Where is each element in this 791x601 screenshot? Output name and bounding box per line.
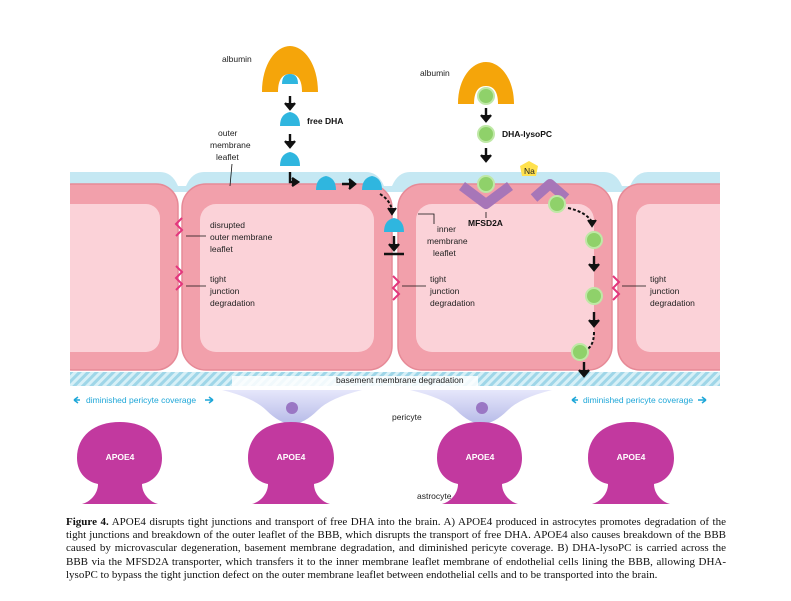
free-dha-molecule-3 bbox=[316, 176, 336, 190]
endothelial-cell-1 bbox=[49, 183, 179, 371]
endothelial-cell-3 bbox=[397, 183, 613, 371]
pericyte-left bbox=[222, 390, 362, 424]
astrocyte-2: APOE4 bbox=[248, 422, 334, 504]
caption-title: Figure 4. bbox=[66, 516, 109, 528]
figure-caption: Figure 4. APOE4 disrupts tight junctions… bbox=[66, 516, 726, 582]
mfsd2a-transporter-2 bbox=[530, 179, 570, 202]
svg-text:diminished pericyte coverage: diminished pericyte coverage bbox=[583, 395, 693, 405]
albumin-right bbox=[458, 62, 514, 104]
astrocyte-1: APOE4 bbox=[77, 422, 162, 504]
diminished-pericyte-left: diminished pericyte coverage bbox=[73, 395, 214, 405]
dha-lysopc-molecule-2 bbox=[477, 175, 495, 193]
albumin-label-left: albumin bbox=[222, 54, 252, 64]
tight-junction-defect-1 bbox=[174, 217, 184, 291]
free-dha-molecule-4 bbox=[362, 176, 382, 190]
pericyte-right bbox=[410, 390, 552, 424]
dha-lysopc-molecule-5 bbox=[585, 287, 603, 305]
dha-lysopc-molecule-6 bbox=[571, 343, 589, 361]
astrocyte-label: astrocyte bbox=[417, 491, 452, 501]
apoe4-label-1: APOE4 bbox=[106, 452, 135, 462]
apoe4-label-4: APOE4 bbox=[617, 452, 646, 462]
apoe4-bbb-diagram: basement membrane degradation diminished… bbox=[49, 46, 749, 504]
mfsd2a-transporter bbox=[459, 182, 513, 209]
tight-junction-defect-3 bbox=[611, 275, 621, 301]
outer-membrane-leaflet-label: outer membrane leaflet bbox=[210, 128, 253, 162]
albumin-left bbox=[262, 46, 318, 92]
mfsd2a-label: MFSD2A bbox=[468, 218, 503, 228]
apoe4-label-2: APOE4 bbox=[277, 452, 306, 462]
free-dha-molecule-5 bbox=[384, 218, 404, 232]
albumin-label-right: albumin bbox=[420, 68, 450, 78]
dha-lysopc-molecule-4 bbox=[585, 231, 603, 249]
tight-junction-label-2: tight junction degradation bbox=[429, 274, 475, 308]
inner-membrane-leaflet-label: inner membrane leaflet bbox=[427, 224, 470, 258]
free-dha-label: free DHA bbox=[307, 116, 343, 126]
tight-junction-label-1: tight junction degradation bbox=[209, 274, 255, 308]
astrocyte-3: APOE4 bbox=[437, 422, 522, 504]
lysopc-in-albumin bbox=[477, 87, 495, 105]
svg-text:diminished pericyte coverage: diminished pericyte coverage bbox=[86, 395, 196, 405]
astrocyte-4: APOE4 bbox=[588, 422, 674, 504]
basement-membrane-label: basement membrane degradation bbox=[336, 375, 464, 385]
tight-junction-label-3: tight junction degradation bbox=[649, 274, 695, 308]
svg-text:Na: Na bbox=[524, 166, 535, 176]
endothelial-cell-2 bbox=[181, 183, 393, 371]
pericyte-label: pericyte bbox=[392, 412, 422, 422]
dha-in-albumin bbox=[282, 74, 298, 84]
dha-lysopc-molecule-3 bbox=[548, 195, 566, 213]
sodium-ion bbox=[520, 161, 538, 176]
free-dha-molecule-1 bbox=[280, 112, 300, 126]
diminished-pericyte-right: diminished pericyte coverage bbox=[571, 395, 707, 405]
dha-lysopc-label: DHA-lysoPC bbox=[502, 129, 552, 139]
free-dha-molecule-2 bbox=[280, 152, 300, 166]
dha-lysopc-molecule-1 bbox=[477, 125, 495, 143]
apoe4-label-3: APOE4 bbox=[466, 452, 495, 462]
disrupted-outer-membrane-label: disrupted outer membrane leaflet bbox=[210, 220, 275, 254]
caption-text: APOE4 disrupts tight junctions and trans… bbox=[66, 516, 726, 581]
tight-junction-defect-2 bbox=[391, 275, 401, 301]
